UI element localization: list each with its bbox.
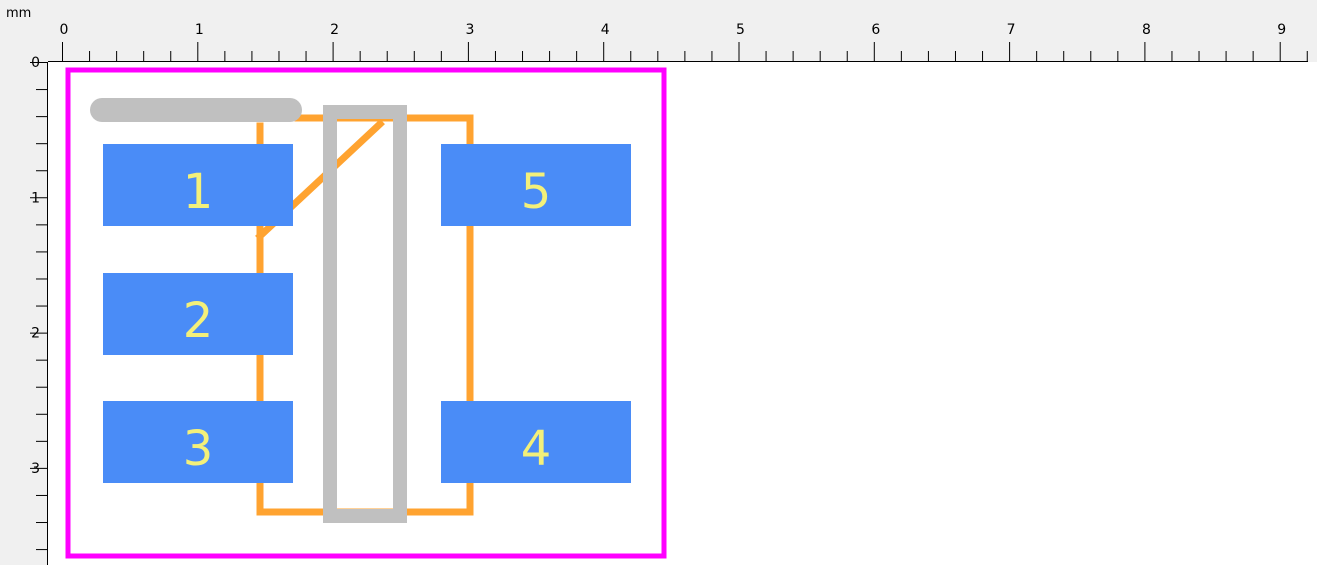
- pad[interactable]: 1: [103, 144, 293, 226]
- pad-label: 2: [183, 293, 214, 349]
- x-tick-label: 3: [465, 22, 474, 38]
- pad-body[interactable]: [103, 273, 293, 355]
- pad[interactable]: 4: [441, 401, 631, 483]
- x-tick-label: 8: [1142, 22, 1151, 38]
- x-tick-label: 1: [195, 22, 204, 38]
- x-tick-label: 7: [1007, 22, 1016, 38]
- x-tick-label: 6: [871, 22, 880, 38]
- body-outline-path: [256, 114, 474, 516]
- x-tick-label: 5: [736, 22, 745, 38]
- pad-body[interactable]: [103, 144, 293, 226]
- pad-label: 1: [183, 164, 214, 220]
- assembly-outline: [323, 105, 407, 523]
- pad-label: 5: [521, 164, 552, 220]
- y-tick-label: 0: [31, 55, 40, 71]
- pad-body[interactable]: [103, 401, 293, 483]
- vertical-ruler: [0, 0, 48, 565]
- vertical-ruler-labels: 0 1 2 3: [31, 55, 40, 477]
- x-tick-label: 0: [60, 22, 69, 38]
- pad-body[interactable]: [441, 144, 631, 226]
- y-tick-label: 1: [31, 190, 40, 206]
- pad[interactable]: 5: [441, 144, 631, 226]
- x-tick-label: 2: [330, 22, 339, 38]
- pad-label: 3: [183, 421, 214, 477]
- pad-body[interactable]: [441, 401, 631, 483]
- y-tick-label: 2: [31, 326, 40, 342]
- horizontal-ruler: [0, 0, 1317, 62]
- ruler-unit-label: mm: [6, 6, 32, 21]
- horizontal-ruler-ticks: [48, 42, 1308, 62]
- x-tick-label: 9: [1277, 22, 1286, 38]
- vertical-ruler-ticks: [30, 62, 48, 565]
- pad[interactable]: 2: [103, 273, 293, 355]
- pad[interactable]: 3: [103, 401, 293, 483]
- x-tick-label: 4: [601, 22, 610, 38]
- horizontal-ruler-labels: 0 1 2 3 4 5 6 7 8 9: [60, 22, 1287, 38]
- y-tick-label: 3: [31, 461, 40, 477]
- courtyard-outline: [65, 67, 667, 559]
- pad-label: 4: [521, 421, 552, 477]
